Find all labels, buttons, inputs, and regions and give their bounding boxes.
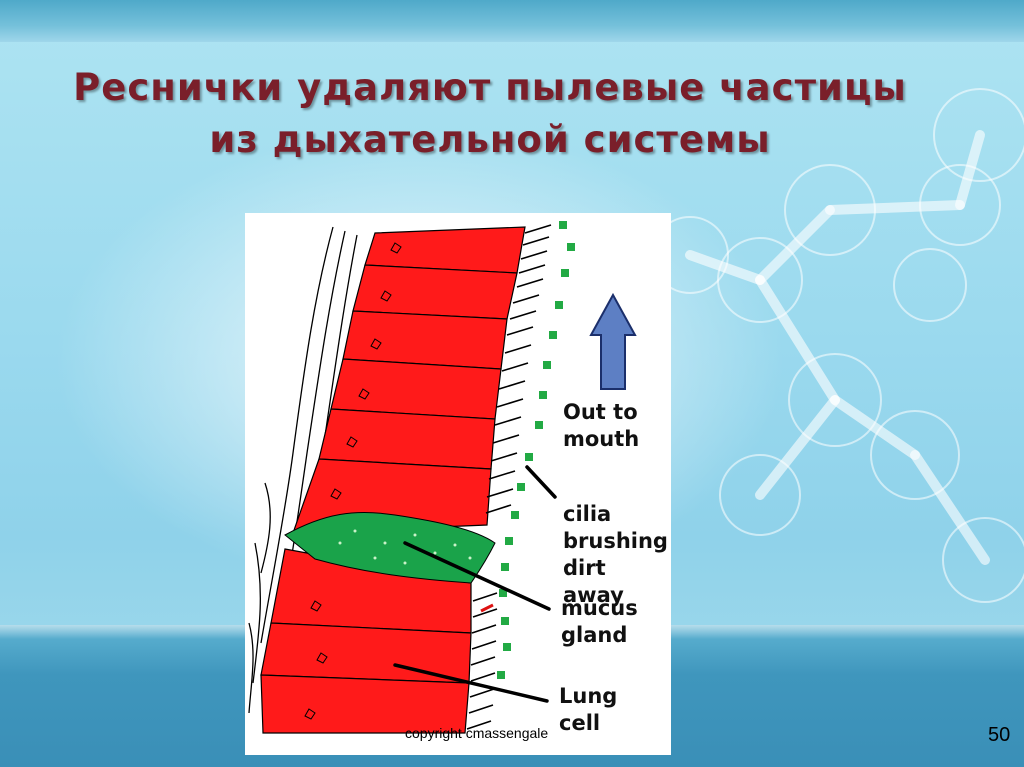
dust-particles: [497, 221, 575, 679]
cell-nuclei: [304, 242, 402, 720]
label-mucus-line1: mucus: [561, 596, 638, 620]
title-line-1: Реснички удаляют пылевые частицы: [73, 66, 907, 109]
slide-title: Реснички удаляют пылевые частицы из дыха…: [40, 62, 940, 166]
gland-speckles: [338, 529, 472, 565]
label-lung-cell: Lung cell: [559, 683, 617, 737]
copyright-text: copyright cmassengale: [405, 725, 549, 741]
label-cilia-line1: cilia: [563, 502, 612, 526]
lung-cells: [260, 226, 526, 734]
top-band: [0, 0, 1024, 42]
label-mucus-line2: gland: [561, 623, 628, 647]
label-cilia-line2: brushing: [563, 529, 668, 553]
label-cilia: cilia brushing dirt away: [563, 501, 671, 609]
label-mucus-gland: mucus gland: [561, 595, 638, 649]
label-out-line1: Out to: [563, 400, 638, 424]
title-line-2: из дыхательной системы: [209, 118, 771, 161]
slide-number: 50: [988, 724, 1011, 746]
label-lung-line2: cell: [559, 711, 601, 735]
cilia-diagram-drawing: [248, 221, 637, 734]
cilia-diagram: Out to mouth cilia brushing dirt away mu…: [245, 213, 671, 755]
mucus-gland: [284, 511, 496, 584]
label-cilia-line3: dirt away: [563, 556, 624, 607]
pointer-lines: [393, 465, 557, 703]
label-out-to-mouth: Out to mouth: [563, 399, 639, 453]
up-arrow-icon: [589, 292, 637, 390]
label-out-line2: mouth: [563, 427, 640, 451]
label-lung-line1: Lung: [559, 684, 618, 708]
cilia: [466, 224, 552, 730]
